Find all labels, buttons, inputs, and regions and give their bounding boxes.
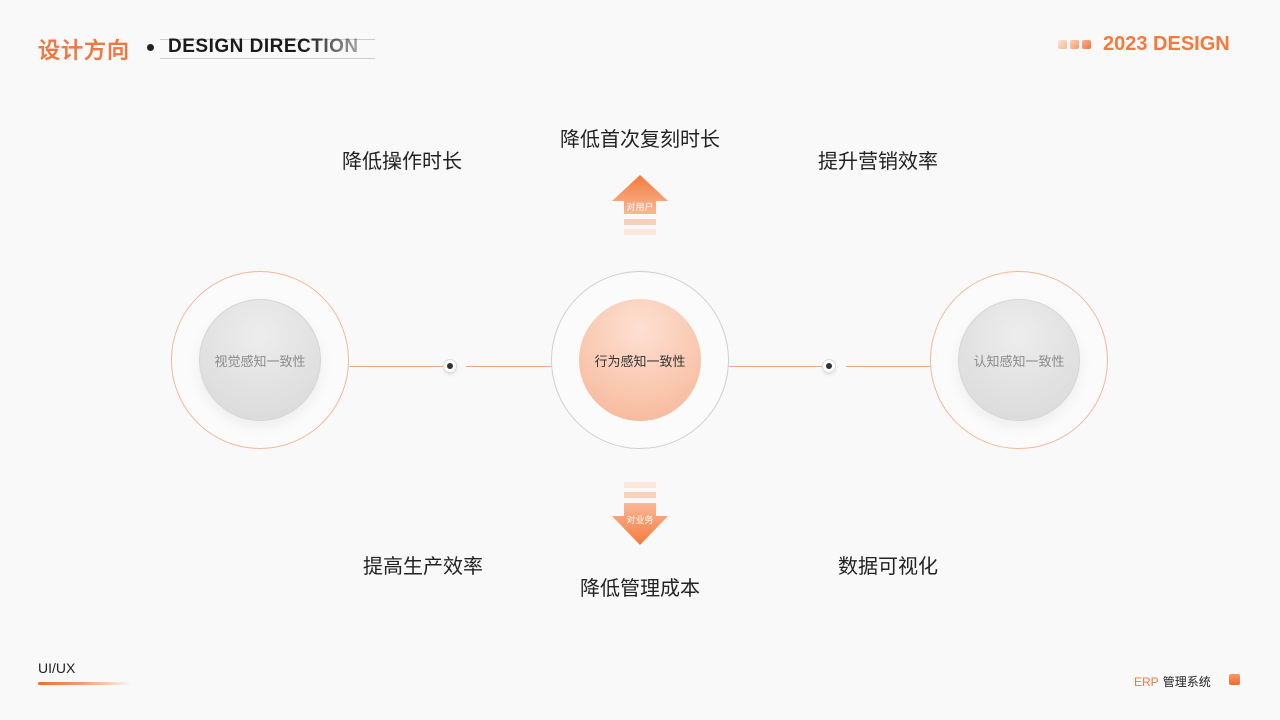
arrow-label-user: 对用户 (626, 203, 654, 213)
connector-line (349, 366, 444, 367)
up-arrow-icon (612, 175, 668, 235)
cognitive-consistency-circle: 认知感知一致性 (958, 299, 1080, 421)
page-title: 设计方向 (38, 39, 131, 64)
cube-icon (1058, 40, 1067, 49)
footer-progress-bar (38, 682, 132, 685)
label-reduce-operation-time: 降低操作时长 (342, 149, 462, 173)
brand-mark-icon (1229, 674, 1240, 685)
dot-node-icon (823, 360, 835, 372)
label-improve-production-efficiency: 提高生产效率 (363, 554, 483, 578)
label-data-visualization: 数据可视化 (838, 554, 938, 578)
visual-consistency-label: 视觉感知一致性 (214, 354, 306, 370)
visual-consistency-circle: 视觉感知一致性 (199, 299, 321, 421)
title-decoration-lines (160, 39, 375, 59)
footer-uiux-label: UI/UX (38, 660, 76, 676)
connector-line (466, 366, 552, 367)
cognitive-consistency-label: 认知感知一致性 (973, 354, 1065, 370)
cube-icon (1082, 40, 1091, 49)
system-prefix: ERP (1134, 675, 1159, 689)
down-arrow-icon (612, 482, 668, 545)
year-design-title: 2023 DESIGN (1103, 33, 1230, 55)
dot-node-icon (444, 360, 456, 372)
page-subtitle: DESIGN DIRECTION (168, 36, 359, 57)
label-improve-marketing-efficiency: 提升营销效率 (818, 149, 938, 173)
connector-line (846, 366, 932, 367)
cube-icon (1070, 40, 1079, 49)
connector-line (729, 366, 822, 367)
label-reduce-management-cost: 降低管理成本 (580, 576, 700, 600)
arrow-label-business: 对业务 (626, 516, 654, 526)
label-reduce-first-replication-time: 降低首次复刻时长 (560, 127, 720, 151)
behavior-consistency-circle: 行为感知一致性 (579, 299, 701, 421)
cube-icon-group (1058, 40, 1091, 49)
system-name: 管理系统 (1162, 675, 1211, 689)
title-separator-dot (147, 44, 154, 51)
behavior-consistency-label: 行为感知一致性 (594, 354, 686, 370)
